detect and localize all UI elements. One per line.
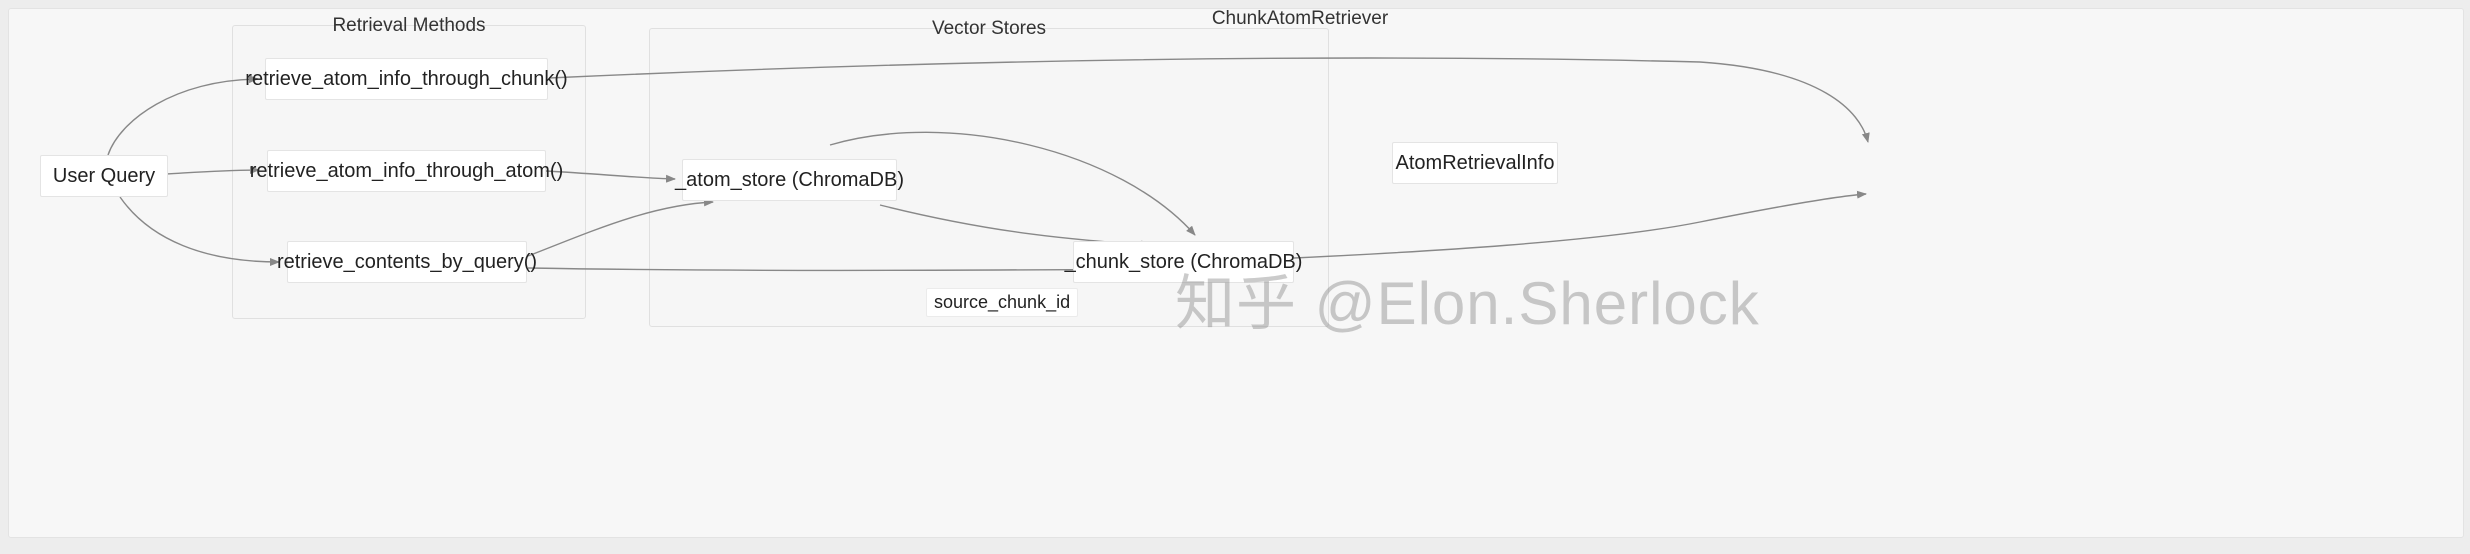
node-atom-store[interactable]: _atom_store (ChromaDB) — [675, 159, 904, 201]
node-retrieve-atom-info-through-atom[interactable]: retrieve_atom_info_through_atom() — [250, 150, 563, 192]
edge-userquery-to-contents — [119, 196, 280, 266]
edge-chunkmethod-to-atomretrievalinfo — [548, 57, 1870, 143]
edge-chunkstore-to-atomretrievalinfo — [1293, 190, 1867, 259]
edge-atommethod-to-atomstore — [545, 170, 676, 183]
node-user-query[interactable]: User Query — [40, 155, 168, 197]
edge-userquery-to-atommethod — [165, 166, 260, 175]
edge-userquery-to-chunkmethod — [107, 75, 259, 156]
edge-contents-to-atomstore — [527, 198, 714, 257]
edge-atomstore-to-chunkstore — [879, 204, 1151, 249]
node-atom-retrieval-info[interactable]: AtomRetrievalInfo — [1392, 142, 1558, 184]
node-chunk-store[interactable]: _chunk_store (ChromaDB) — [1065, 241, 1302, 283]
subgraph-vector-stores-title: Vector Stores — [931, 18, 1047, 39]
node-retrieve-contents-by-query[interactable]: retrieve_contents_by_query() — [277, 241, 537, 283]
edge-atomstore-to-chunkstore-alt — [829, 131, 1196, 236]
edge-label-source-chunk-id: source_chunk_id — [926, 288, 1079, 317]
node-retrieve-atom-info-through-chunk[interactable]: retrieve_atom_info_through_chunk() — [245, 58, 568, 100]
subgraph-retrieval-methods-title: Retrieval Methods — [332, 15, 486, 36]
outer-graph-title: ChunkAtomRetriever — [1211, 8, 1389, 29]
